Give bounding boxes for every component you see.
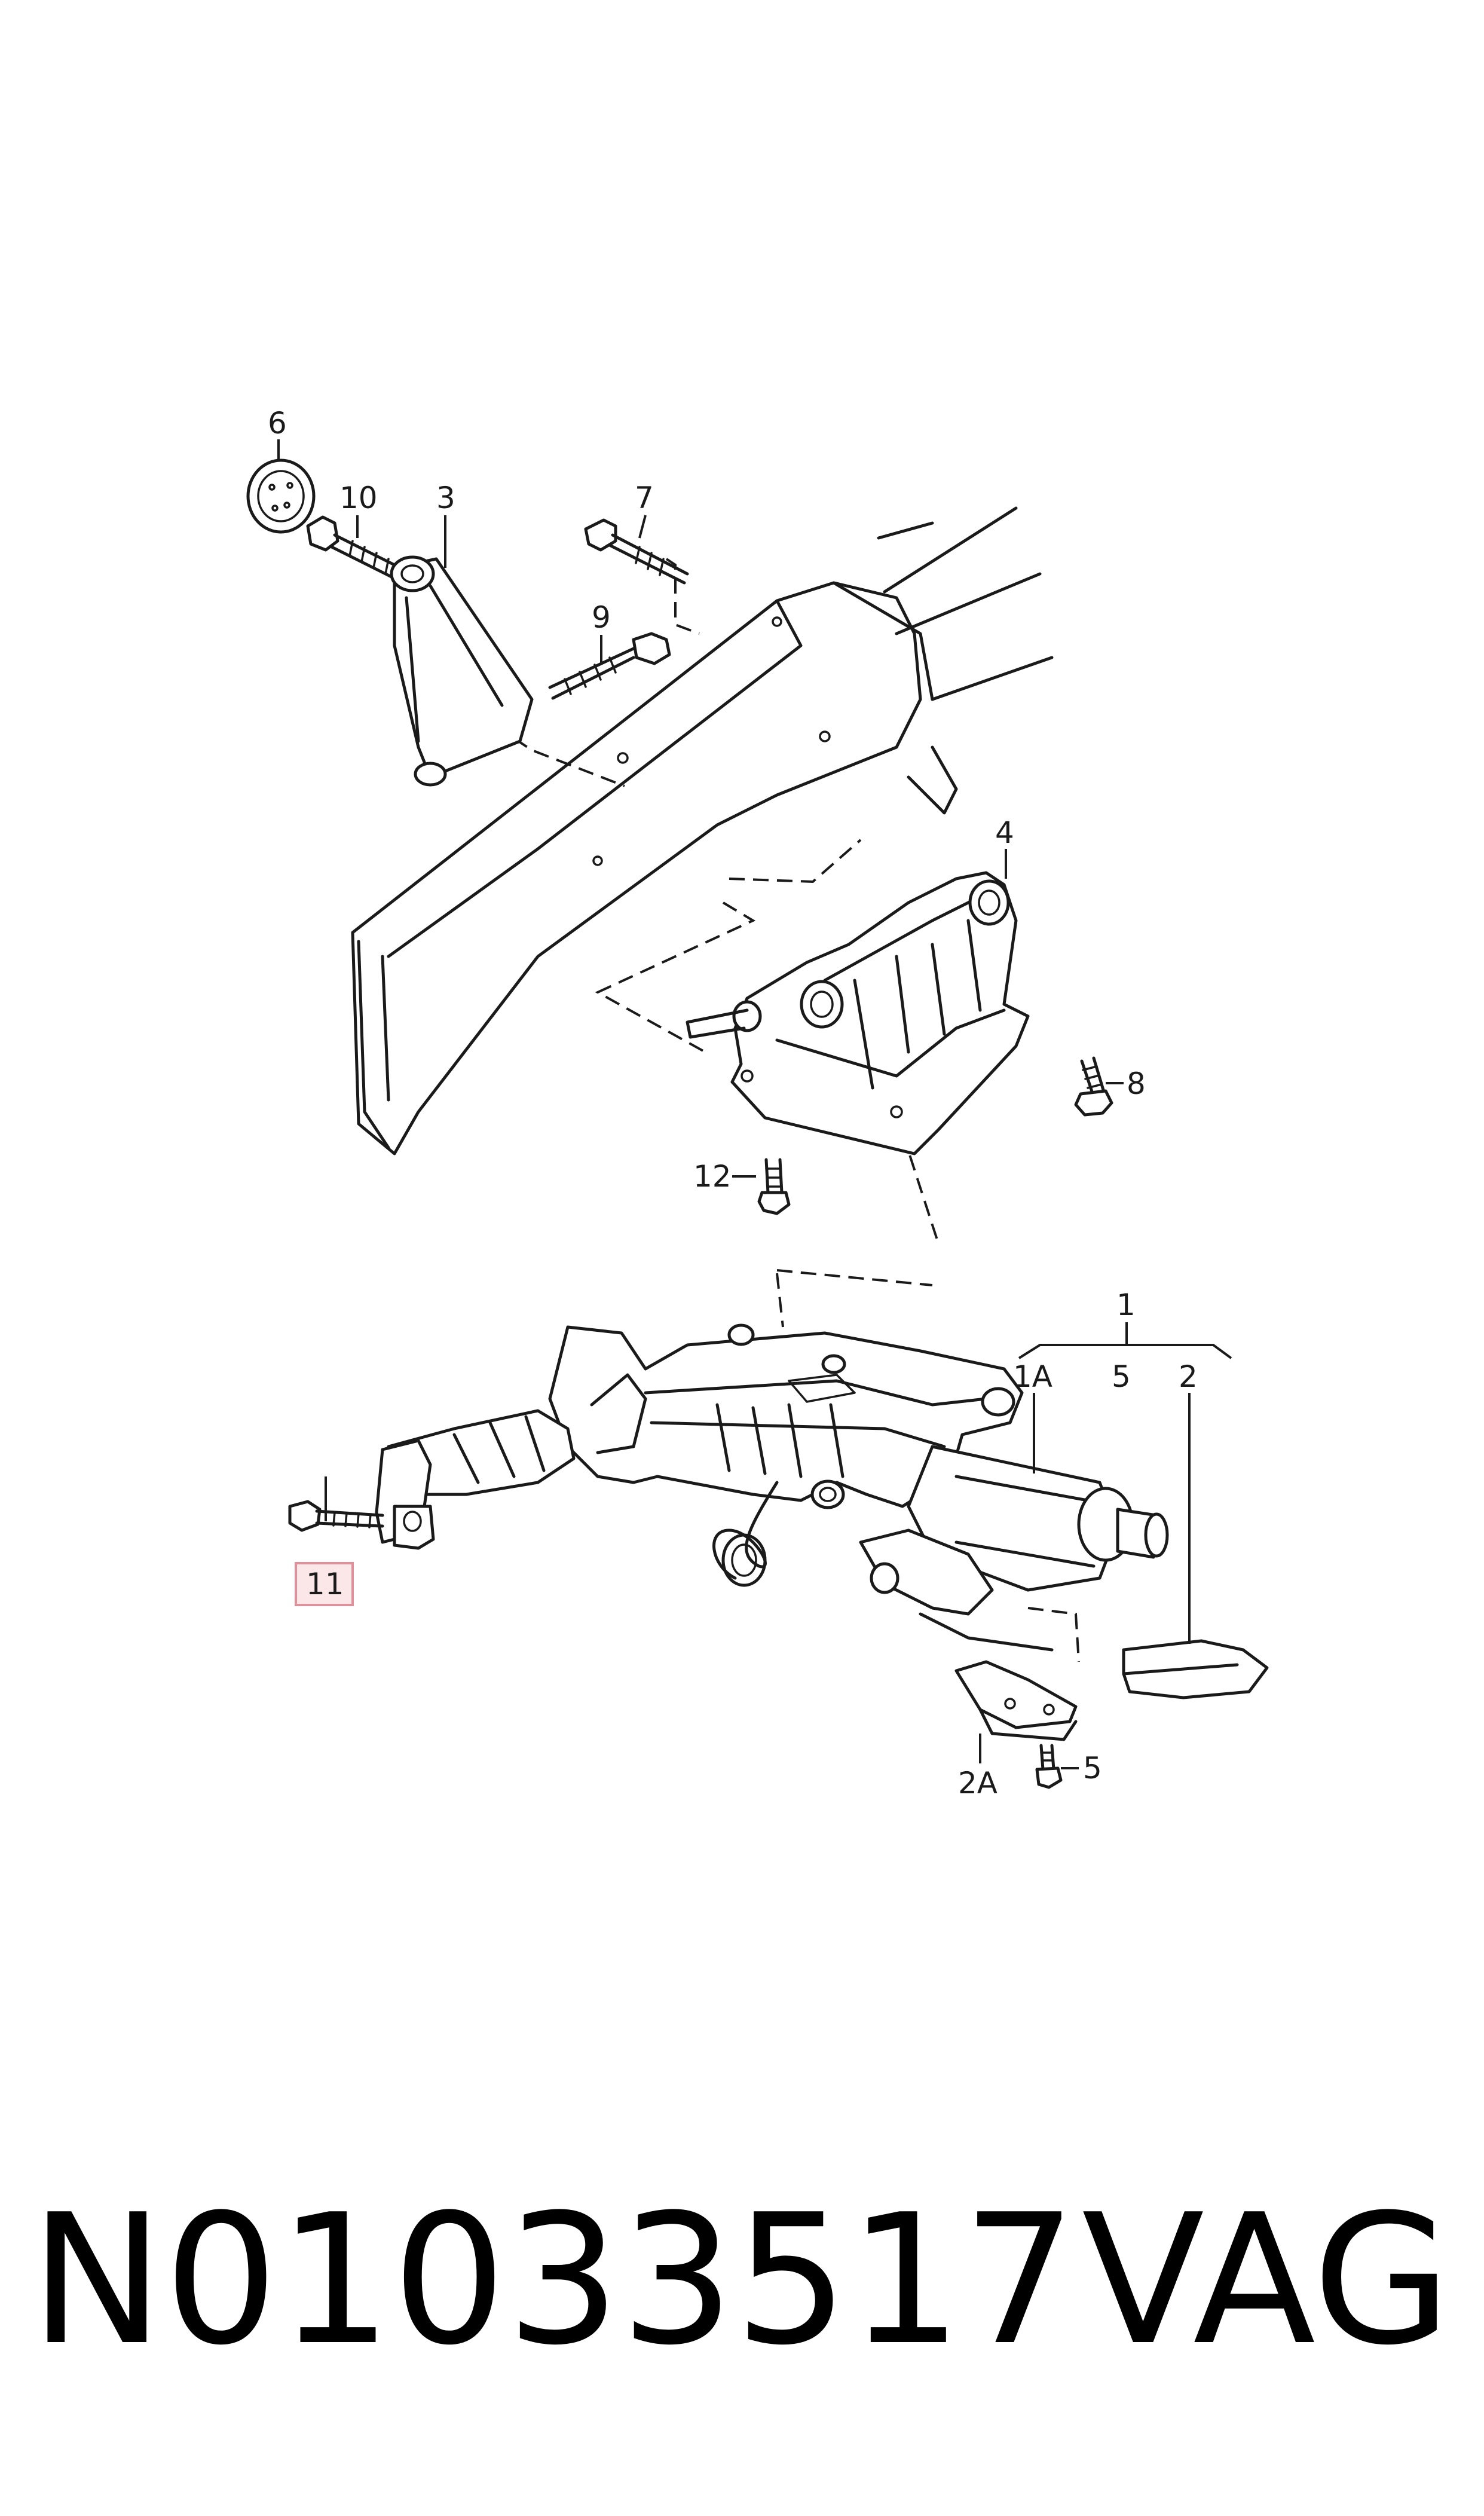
callout-10: 10 <box>339 481 378 515</box>
callout-11-highlight-box <box>295 1562 354 1606</box>
callout-5-bottom: 5 <box>1083 1751 1102 1786</box>
callout-2: 2 <box>1179 1359 1198 1394</box>
steering-column-part-1 <box>375 1323 1169 1652</box>
bracket-part-3 <box>390 555 534 787</box>
callout-8: 8 <box>1127 1066 1146 1101</box>
trim-cover-part-2 <box>1122 1639 1269 1699</box>
screw-part-12 <box>757 1158 791 1215</box>
leader-lines <box>277 439 1232 1769</box>
callout-6: 6 <box>268 406 287 441</box>
callout-1A: 1A <box>1013 1359 1052 1394</box>
callout-4: 4 <box>995 815 1014 850</box>
grommet-part-6 <box>246 458 316 534</box>
brand-label: VAG <box>1082 2176 1452 2384</box>
callout-3: 3 <box>436 481 455 515</box>
bolt-part-7 <box>584 518 689 585</box>
callout-2A: 2A <box>958 1766 998 1800</box>
footer: N01033517 VAG <box>0 2182 1484 2379</box>
part-number: N01033517 <box>30 2176 1077 2384</box>
shroud-part-2A <box>954 1660 1078 1741</box>
support-bracket-part-4 <box>686 871 1030 1155</box>
screw-part-8 <box>1074 1056 1113 1117</box>
bolt-part-11 <box>288 1500 384 1532</box>
cross-member-beam <box>351 506 1054 1155</box>
callout-labels: 6 10 3 7 9 4 8 12 1 1A 5 2 11 2A 5 <box>268 406 1198 1800</box>
callout-12: 12 <box>693 1159 732 1194</box>
bolt-part-9 <box>548 632 671 700</box>
callout-11: 11 <box>306 1567 344 1601</box>
callout-5-top: 5 <box>1112 1359 1131 1394</box>
callout-1: 1 <box>1116 1288 1136 1322</box>
screw-part-5 <box>1035 1744 1063 1789</box>
callout-7: 7 <box>635 481 654 515</box>
callout-9: 9 <box>592 600 611 635</box>
steering-column-exploded-diagram: 6 10 3 7 9 4 8 12 1 1A 5 2 11 2A 5 <box>246 406 1269 1800</box>
